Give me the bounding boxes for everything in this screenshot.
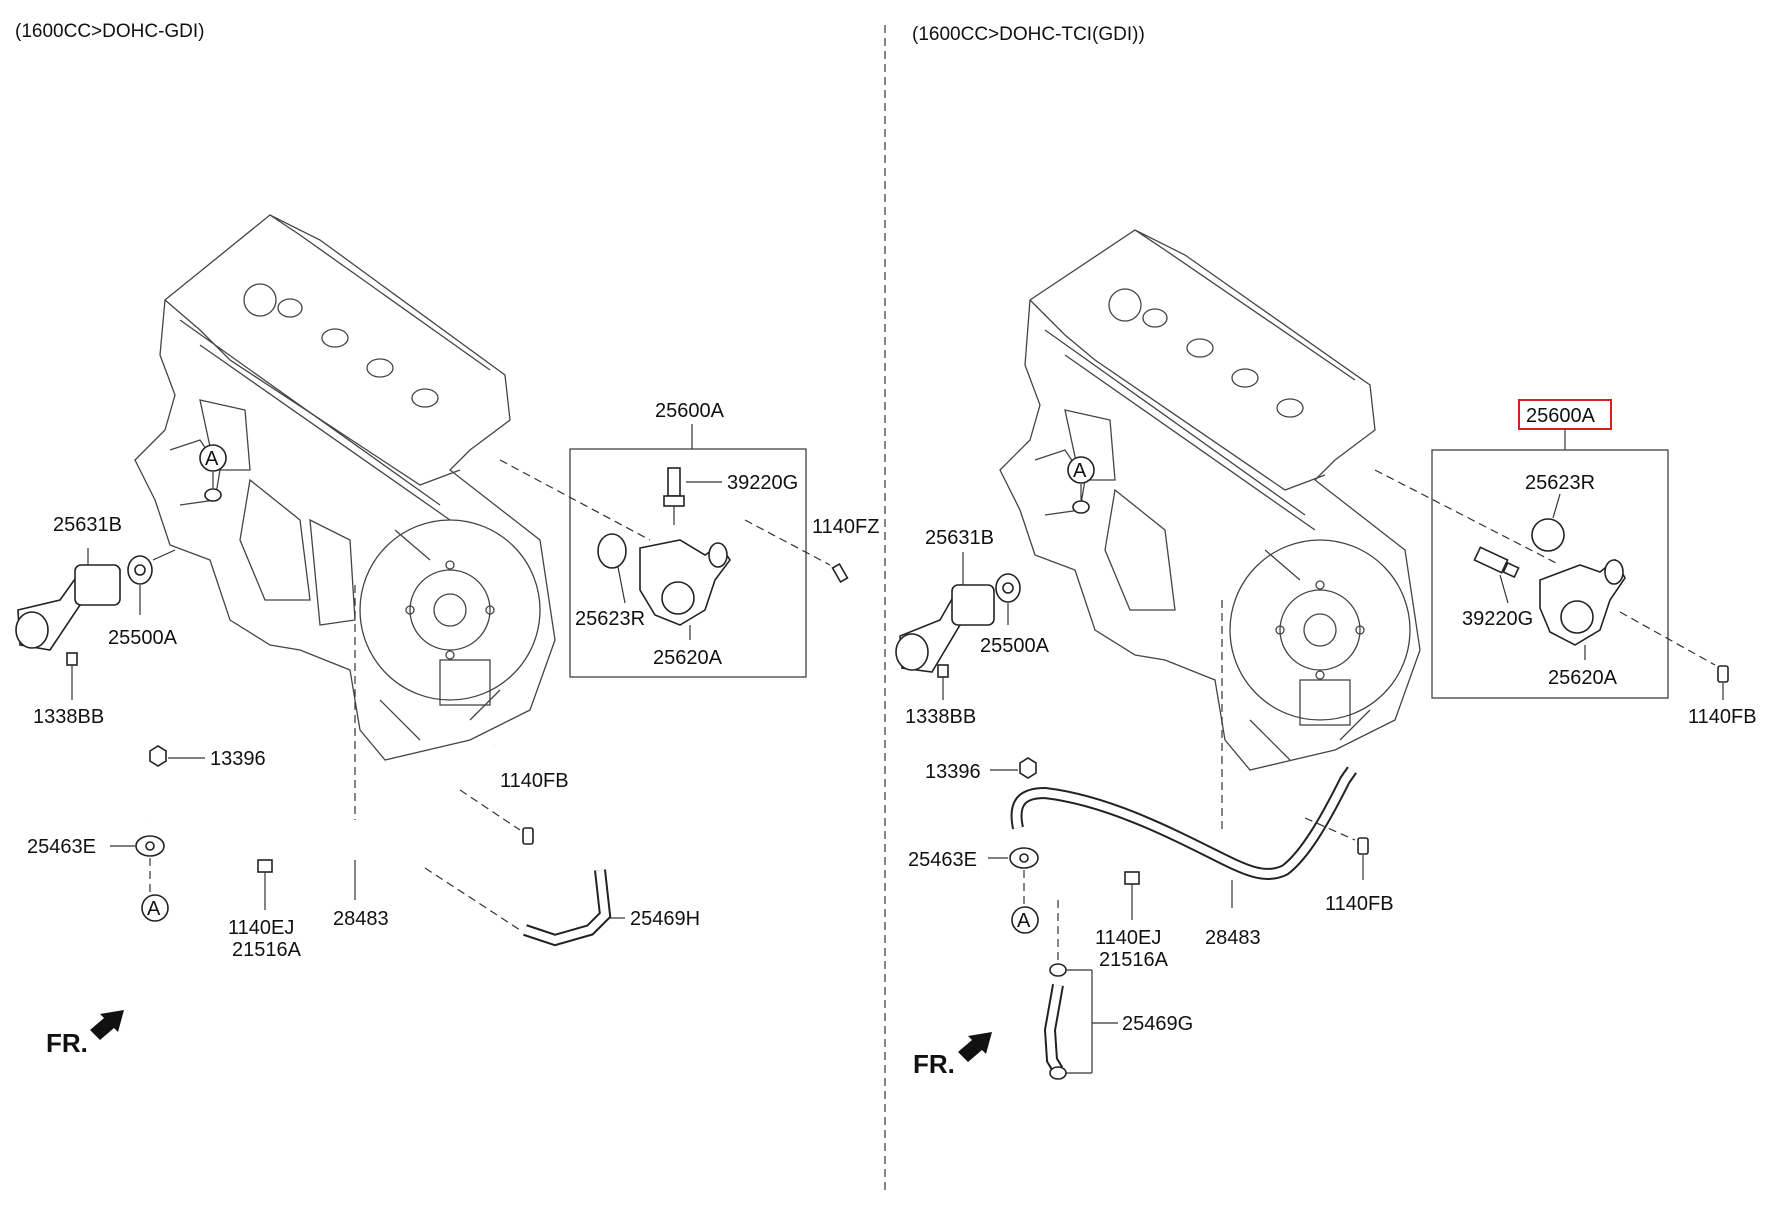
left-bolt-1140EJ	[257, 859, 273, 910]
right-bolt-1140FB	[1304, 817, 1369, 880]
label-28483-right: 28483	[1205, 927, 1261, 949]
svg-text:FR.: FR.	[913, 1049, 955, 1079]
label-39220G-right: 39220G	[1462, 608, 1533, 630]
label-25631B-right: 25631B	[925, 527, 994, 549]
right-housing-25620A	[1539, 558, 1626, 660]
right-engine-block	[999, 229, 1421, 771]
label-39220G-left: 39220G	[727, 472, 798, 494]
svg-text:A: A	[1017, 910, 1031, 932]
left-bolt-1140FB	[459, 789, 534, 845]
svg-text:A: A	[1073, 460, 1087, 482]
label-25623R-right: 25623R	[1525, 472, 1595, 494]
label-21516A-left: 21516A	[232, 939, 302, 961]
left-ref-a-bottom: A	[141, 858, 169, 922]
label-25469H-left: 25469H	[630, 908, 700, 930]
label-21516A-right: 21516A	[1099, 949, 1169, 971]
right-thermostat-25500A	[995, 573, 1021, 625]
right-nut-13396	[990, 757, 1037, 779]
left-bolt-1140FZ	[744, 519, 849, 584]
label-1140EJ-right: 1140EJ	[1095, 927, 1161, 949]
left-assembly-box	[569, 448, 807, 678]
label-1140FB-right-top: 1140FB	[1688, 706, 1757, 728]
left-oring-25623R	[597, 533, 627, 604]
label-1338BB-left: 1338BB	[33, 706, 104, 728]
right-bolt-1140EJ	[1124, 871, 1140, 920]
right-gasket-25463E	[988, 847, 1039, 869]
right-bolt-1338BB	[937, 664, 949, 700]
label-1140FZ-left: 1140FZ	[812, 516, 879, 538]
label-25469G-right: 25469G	[1122, 1013, 1193, 1035]
label-25463E-left: 25463E	[27, 836, 96, 858]
label-1140FB-left: 1140FB	[500, 770, 569, 792]
left-hose-25469H	[424, 867, 625, 947]
label-1140FB-right: 1140FB	[1325, 893, 1394, 915]
right-pipe-28483	[1010, 600, 1357, 908]
label-1338BB-right: 1338BB	[905, 706, 976, 728]
right-panel-title: (1600CC>DOHC-TCI(GDI))	[912, 24, 1145, 45]
label-25623R-left: 25623R	[575, 608, 645, 630]
left-pipe-28483	[139, 585, 498, 900]
left-bolt-1338BB	[66, 652, 78, 700]
right-assembly-box	[1431, 449, 1669, 699]
right-ref-a-top: A	[1067, 456, 1095, 514]
svg-text:FR.: FR.	[46, 1028, 88, 1058]
label-13396-left: 13396	[210, 748, 266, 770]
left-sensor-39220G	[663, 467, 722, 525]
left-engine-block	[134, 214, 556, 761]
left-panel-title: (1600CC>DOHC-GDI)	[15, 21, 205, 42]
front-arrow-icon	[90, 1010, 124, 1040]
right-water-inlet-25631B	[895, 552, 995, 673]
label-25631B-left: 25631B	[53, 514, 122, 536]
right-hose-25469G	[1043, 900, 1118, 1080]
right-bolt-1140FB-top	[1619, 611, 1729, 700]
label-25620A-left: 25620A	[653, 647, 723, 669]
left-gasket-25463E	[110, 835, 165, 857]
right-sensor-39220G	[1473, 546, 1520, 604]
left-housing-25620A	[639, 539, 731, 640]
right-oring-25623R	[1531, 493, 1565, 552]
highlight-box-25600A[interactable]	[1518, 399, 1612, 430]
label-25620A-right: 25620A	[1548, 667, 1618, 689]
left-nut-13396	[149, 745, 205, 767]
label-25463E-right: 25463E	[908, 849, 977, 871]
left-ref-a-top: A	[199, 444, 227, 502]
label-28483-left: 28483	[333, 908, 389, 930]
front-arrow-icon	[958, 1032, 992, 1062]
svg-text:A: A	[205, 448, 219, 470]
right-ref-a-bottom: A	[1011, 870, 1039, 934]
label-25500A-left: 25500A	[108, 627, 178, 649]
label-25600A-left: 25600A	[655, 400, 725, 422]
label-25500A-right: 25500A	[980, 635, 1050, 657]
left-thermostat-25500A	[127, 549, 176, 615]
label-25600A-right[interactable]: 25600A	[1526, 405, 1596, 427]
label-13396-right: 13396	[925, 761, 981, 783]
left-water-inlet-25631B	[15, 548, 121, 651]
right-panel: (1600CC>DOHC-TCI(GDI))	[895, 24, 1757, 1080]
right-front-marker: FR.	[913, 1032, 992, 1079]
left-panel: (1600CC>DOHC-GDI)	[15, 21, 879, 1058]
svg-text:A: A	[147, 898, 161, 920]
label-1140EJ-left: 1140EJ	[228, 917, 294, 939]
left-front-marker: FR.	[46, 1010, 124, 1058]
